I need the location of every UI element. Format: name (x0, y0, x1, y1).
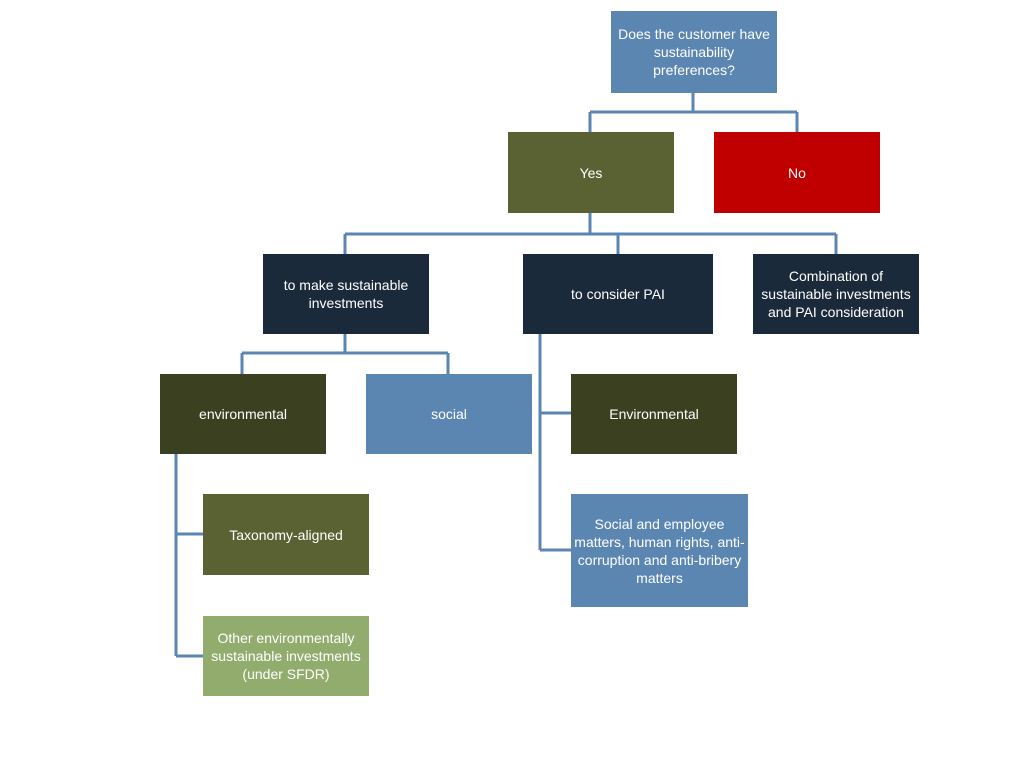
pai-social-box: Social and employee matters, human right… (571, 494, 748, 607)
taxonomy-aligned-box: Taxonomy-aligned (203, 494, 369, 575)
no-box: No (714, 132, 880, 213)
connector-yes-options (343, 213, 838, 254)
sustainable-investments-label: to make sustainable investments (283, 277, 409, 311)
other-environmental-label: Other environmentally sustainable invest… (211, 630, 361, 682)
connector-question-yes-no (588, 93, 799, 132)
connector-environmental-subtypes (174, 454, 203, 658)
investments-environmental-box: environmental (160, 374, 326, 454)
pai-environmental-box: Environmental (571, 374, 737, 454)
consider-pai-box: to consider PAI (523, 254, 713, 334)
pai-environmental-label: Environmental (609, 406, 699, 422)
question-text: Does the customer have sustainability pr… (618, 26, 770, 78)
investments-social-label: social (431, 406, 467, 422)
sustainable-investments-box: to make sustainable investments (263, 254, 429, 334)
combination-box: Combination of sustainable investments a… (753, 254, 919, 334)
investments-environmental-label: environmental (199, 406, 287, 422)
connector-pai-subtypes (538, 334, 571, 552)
taxonomy-aligned-label: Taxonomy-aligned (229, 526, 343, 543)
investments-social-box: social (366, 374, 532, 454)
yes-box: Yes (508, 132, 674, 213)
pai-social-label: Social and employee matters, human right… (574, 515, 745, 586)
combination-label: Combination of sustainable investments a… (761, 268, 911, 320)
no-label: No (788, 164, 806, 181)
question-box: Does the customer have sustainability pr… (611, 11, 777, 93)
connector-investments-categories (240, 333, 450, 374)
other-environmental-box: Other environmentally sustainable invest… (203, 616, 369, 696)
yes-label: Yes (579, 164, 603, 181)
consider-pai-label: to consider PAI (571, 286, 665, 302)
